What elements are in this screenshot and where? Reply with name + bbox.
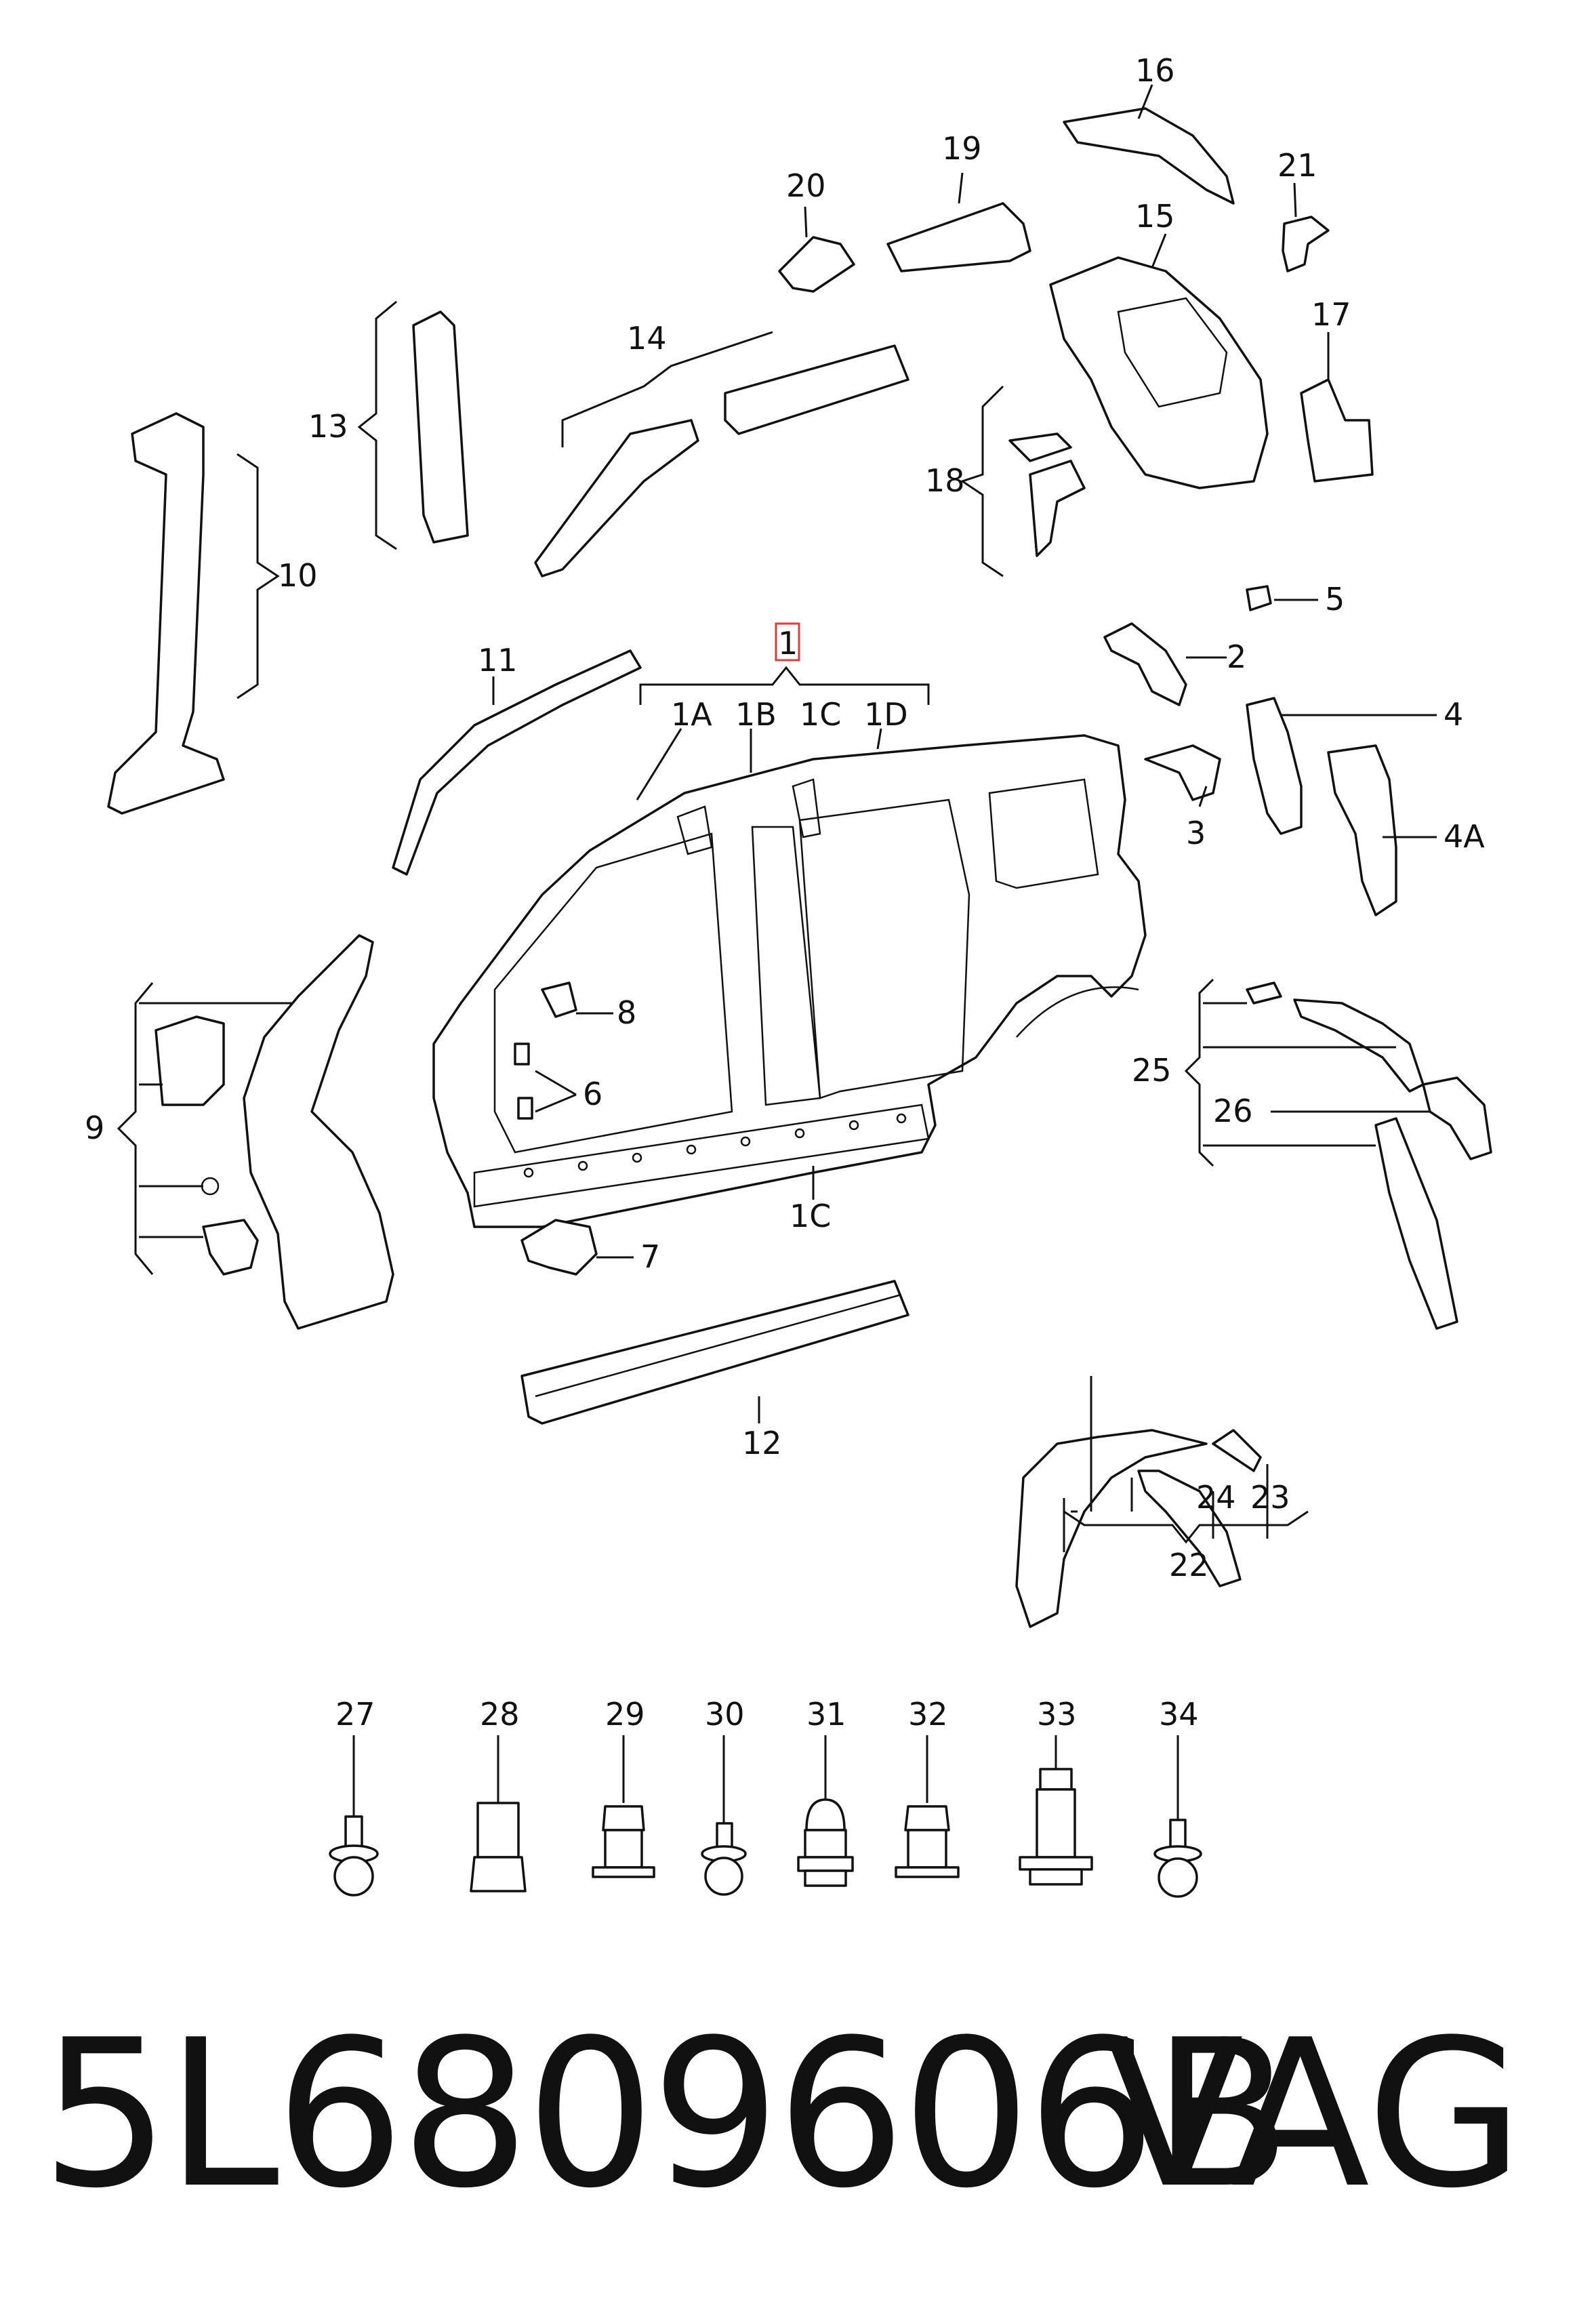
part-14-rail-rear bbox=[724, 344, 909, 435]
callout-labels: 1 1A 1B 1C 1D 1C 2 3 4 4A 5 6 7 8 9 10 1… bbox=[85, 52, 1485, 1583]
part-3-bracket bbox=[1144, 744, 1221, 801]
label-33: 33 bbox=[1037, 1696, 1077, 1732]
part-20-bracket bbox=[778, 236, 855, 293]
fastener-29-rivet-nut bbox=[592, 1805, 655, 1878]
part-14-rail-front bbox=[534, 419, 699, 578]
part-13-reinforcement bbox=[412, 310, 469, 544]
label-25: 25 bbox=[1132, 1052, 1172, 1089]
label-14: 14 bbox=[627, 320, 667, 357]
label-6: 6 bbox=[583, 1076, 602, 1112]
label-17: 17 bbox=[1311, 296, 1351, 333]
fastener-31-nut bbox=[797, 1798, 854, 1887]
label-12: 12 bbox=[742, 1425, 782, 1461]
label-3: 3 bbox=[1186, 815, 1206, 851]
label-10: 10 bbox=[278, 557, 318, 594]
part-10-pillar bbox=[107, 412, 225, 815]
part-number: 5L6809606B bbox=[41, 1996, 1292, 2233]
label-26: 26 bbox=[1213, 1093, 1253, 1129]
label-23: 23 bbox=[1250, 1479, 1290, 1516]
label-18: 18 bbox=[925, 462, 965, 499]
label-29: 29 bbox=[605, 1696, 645, 1732]
label-1: 1 bbox=[778, 625, 798, 662]
label-2: 2 bbox=[1227, 639, 1246, 675]
label-1D: 1D bbox=[864, 696, 908, 733]
fastener-30-bolt bbox=[701, 1822, 747, 1896]
fastener-34-bolt bbox=[1153, 1819, 1202, 1898]
part-2-bracket bbox=[1103, 622, 1187, 706]
part-22-wheel-arch bbox=[1015, 1429, 1208, 1628]
leader-lines bbox=[117, 84, 1437, 1552]
footer: 5L6809606B VAG bbox=[41, 2006, 1559, 2223]
part-25-pillar bbox=[1374, 1117, 1458, 1330]
part-6-clip-upper bbox=[514, 1042, 530, 1066]
fastener-32-rivet-nut bbox=[895, 1805, 960, 1878]
side-panel-part-1 bbox=[432, 734, 1147, 1228]
label-11: 11 bbox=[478, 642, 518, 678]
part-25-rail bbox=[1293, 998, 1425, 1093]
label-16: 16 bbox=[1135, 52, 1175, 89]
label-27: 27 bbox=[335, 1696, 375, 1732]
label-22: 22 bbox=[1169, 1547, 1209, 1583]
part-18-bracket-lower bbox=[1029, 460, 1086, 557]
label-5: 5 bbox=[1325, 581, 1345, 617]
label-20: 20 bbox=[786, 167, 826, 204]
part-12-sill bbox=[520, 1280, 909, 1425]
label-30: 30 bbox=[705, 1696, 745, 1732]
label-34: 34 bbox=[1159, 1696, 1199, 1732]
part-19-rail bbox=[886, 202, 1031, 272]
part-11-roof-rail bbox=[392, 649, 642, 876]
part-24-arch-panel bbox=[1137, 1470, 1242, 1587]
part-16-channel bbox=[1063, 107, 1235, 205]
label-15: 15 bbox=[1135, 198, 1175, 235]
label-19: 19 bbox=[942, 130, 982, 167]
part-15-inner-panel bbox=[1049, 256, 1269, 489]
highlight-box bbox=[775, 622, 800, 662]
part-7-bracket bbox=[520, 1219, 598, 1276]
label-8: 8 bbox=[617, 994, 636, 1031]
fastener-33-stud bbox=[1019, 1768, 1093, 1886]
part-21-bracket bbox=[1282, 216, 1330, 272]
label-13: 13 bbox=[308, 408, 348, 445]
label-31: 31 bbox=[806, 1696, 846, 1732]
label-4: 4 bbox=[1444, 696, 1463, 733]
label-1A: 1A bbox=[671, 696, 712, 733]
fastener-28-spacer bbox=[470, 1802, 527, 1892]
label-1B: 1B bbox=[735, 696, 777, 733]
label-7: 7 bbox=[640, 1238, 660, 1275]
label-4A: 4A bbox=[1444, 818, 1485, 855]
part-4-pillar-bracket bbox=[1246, 697, 1303, 835]
label-1C-lower: 1C bbox=[790, 1198, 831, 1234]
fasteners-row: 27 28 29 30 31 32 33 34 bbox=[329, 1696, 1202, 1898]
label-21: 21 bbox=[1277, 147, 1317, 184]
part-23-bracket bbox=[1212, 1429, 1262, 1472]
label-32: 32 bbox=[908, 1696, 948, 1732]
part-9-a-pillar-lower bbox=[155, 934, 394, 1330]
brand-name: VAG bbox=[1105, 1996, 1524, 2233]
part-5-clip bbox=[1246, 585, 1272, 611]
part-18-bracket-upper bbox=[1008, 432, 1072, 462]
label-24: 24 bbox=[1196, 1479, 1236, 1516]
part-25-bracket-small bbox=[1246, 981, 1282, 1005]
label-1C: 1C bbox=[800, 696, 841, 733]
label-9: 9 bbox=[85, 1110, 104, 1146]
label-28: 28 bbox=[480, 1696, 520, 1732]
part-4A-pillar-bracket bbox=[1327, 744, 1397, 916]
part-6-clip-lower bbox=[517, 1097, 533, 1120]
part-17-reinforcement bbox=[1300, 378, 1374, 483]
part-26-bracket bbox=[1422, 1076, 1492, 1160]
fastener-27-bolt bbox=[329, 1815, 379, 1897]
part-8-clip bbox=[541, 981, 577, 1018]
